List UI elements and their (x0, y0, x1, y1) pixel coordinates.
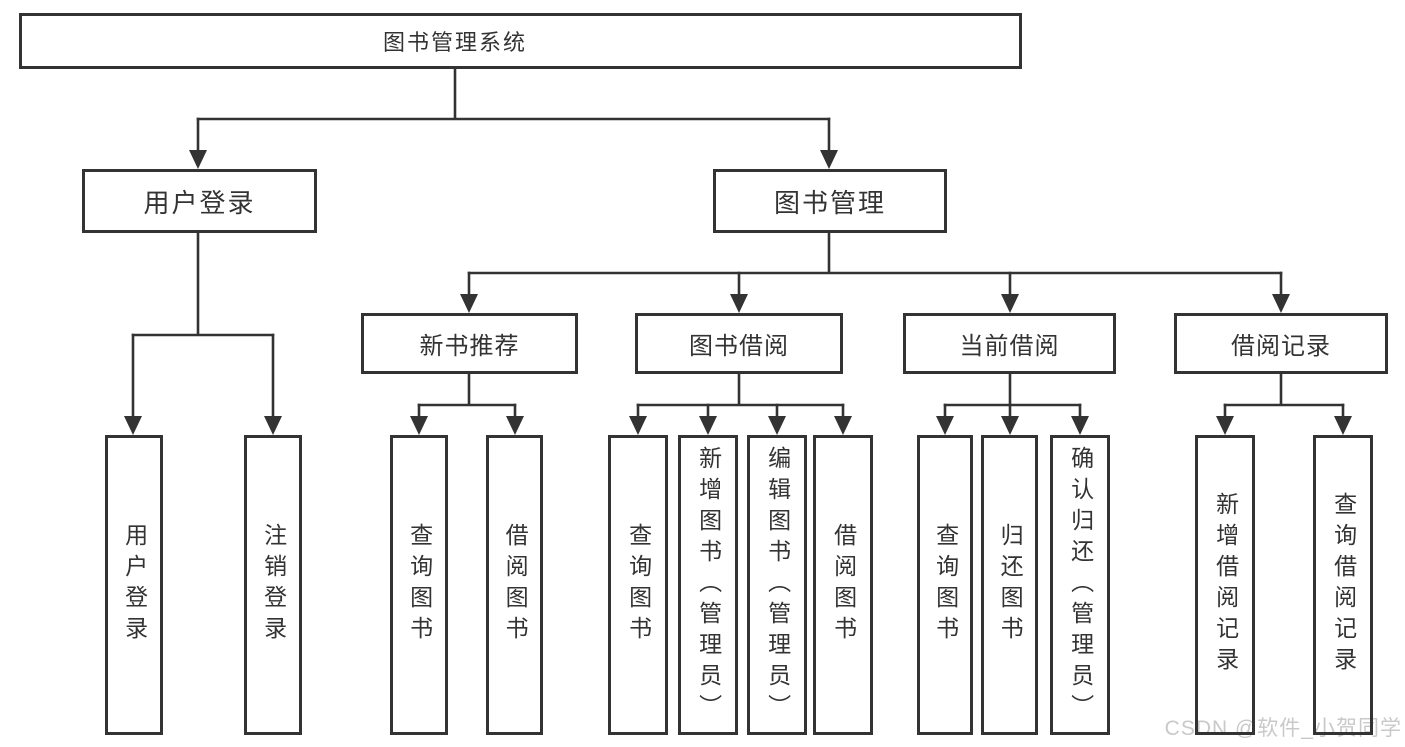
node-label: 注销登录 (260, 523, 287, 647)
node-records-query-borrow-record: 查询借阅记录 (1313, 435, 1373, 735)
node-records-add-borrow-record: 新增借阅记录 (1195, 435, 1255, 735)
node-current-query-books: 查询图书 (917, 435, 973, 735)
node-recommend-borrow-books: 借阅图书 (486, 435, 543, 735)
node-logout: 注销登录 (244, 435, 302, 735)
node-label: 查询图书 (625, 523, 652, 647)
node-label: 借阅图书 (502, 523, 529, 647)
node-user-login: 用户登录 (105, 435, 163, 735)
node-new-book-recommend: 新书推荐 (361, 313, 578, 374)
node-label: 图书借阅 (689, 333, 789, 360)
node-label: 查询图书 (406, 523, 433, 647)
connector-currentborrow-to-children (936, 374, 1089, 435)
connector-bookmgmt-to-level3 (460, 233, 1290, 313)
node-label: 用户登录 (121, 523, 148, 647)
node-label: 编辑图书（管理员） (764, 445, 791, 725)
node-label: 借阅记录 (1231, 333, 1331, 360)
node-book-management: 图书管理 (713, 169, 947, 233)
node-label: 确认归还（管理员） (1067, 445, 1094, 725)
connector-newbook-to-children (410, 374, 524, 435)
node-borrow-query-books: 查询图书 (608, 435, 668, 735)
node-label: 查询借阅记录 (1330, 492, 1357, 678)
node-label: 归还图书 (997, 523, 1024, 647)
node-label: 新增图书（管理员） (695, 445, 722, 725)
node-label: 当前借阅 (959, 333, 1060, 360)
node-user-login-group: 用户登录 (82, 169, 317, 233)
node-label: 新增借阅记录 (1212, 492, 1239, 678)
connector-userlogin-to-children (124, 233, 282, 435)
node-current-return-books: 归还图书 (981, 435, 1038, 735)
node-borrow-borrow-books: 借阅图书 (813, 435, 873, 735)
node-label: 用户登录 (143, 187, 256, 218)
node-library-management-system: 图书管理系统 (19, 13, 1022, 69)
node-label: 图书管理系统 (382, 30, 527, 55)
connector-bookborrow-to-children (629, 374, 852, 435)
node-label: 借阅图书 (830, 523, 857, 647)
node-label: 图书管理 (773, 187, 886, 218)
node-current-confirm-return-admin: 确认归还（管理员） (1050, 435, 1110, 735)
connector-records-to-children (1216, 374, 1352, 435)
csdn-watermark: CSDN @软件_小贺同学 (1164, 717, 1402, 740)
node-borrow-edit-books-admin: 编辑图书（管理员） (747, 435, 807, 735)
node-borrowing-records: 借阅记录 (1174, 313, 1388, 374)
connector-root-to-level2 (189, 69, 838, 169)
node-label: 新书推荐 (419, 333, 520, 360)
node-current-borrowing: 当前借阅 (903, 313, 1116, 374)
node-label: 查询图书 (932, 523, 959, 647)
node-book-borrowing: 图书借阅 (635, 313, 843, 374)
node-borrow-add-books-admin: 新增图书（管理员） (678, 435, 738, 735)
node-recommend-query-books: 查询图书 (390, 435, 448, 735)
